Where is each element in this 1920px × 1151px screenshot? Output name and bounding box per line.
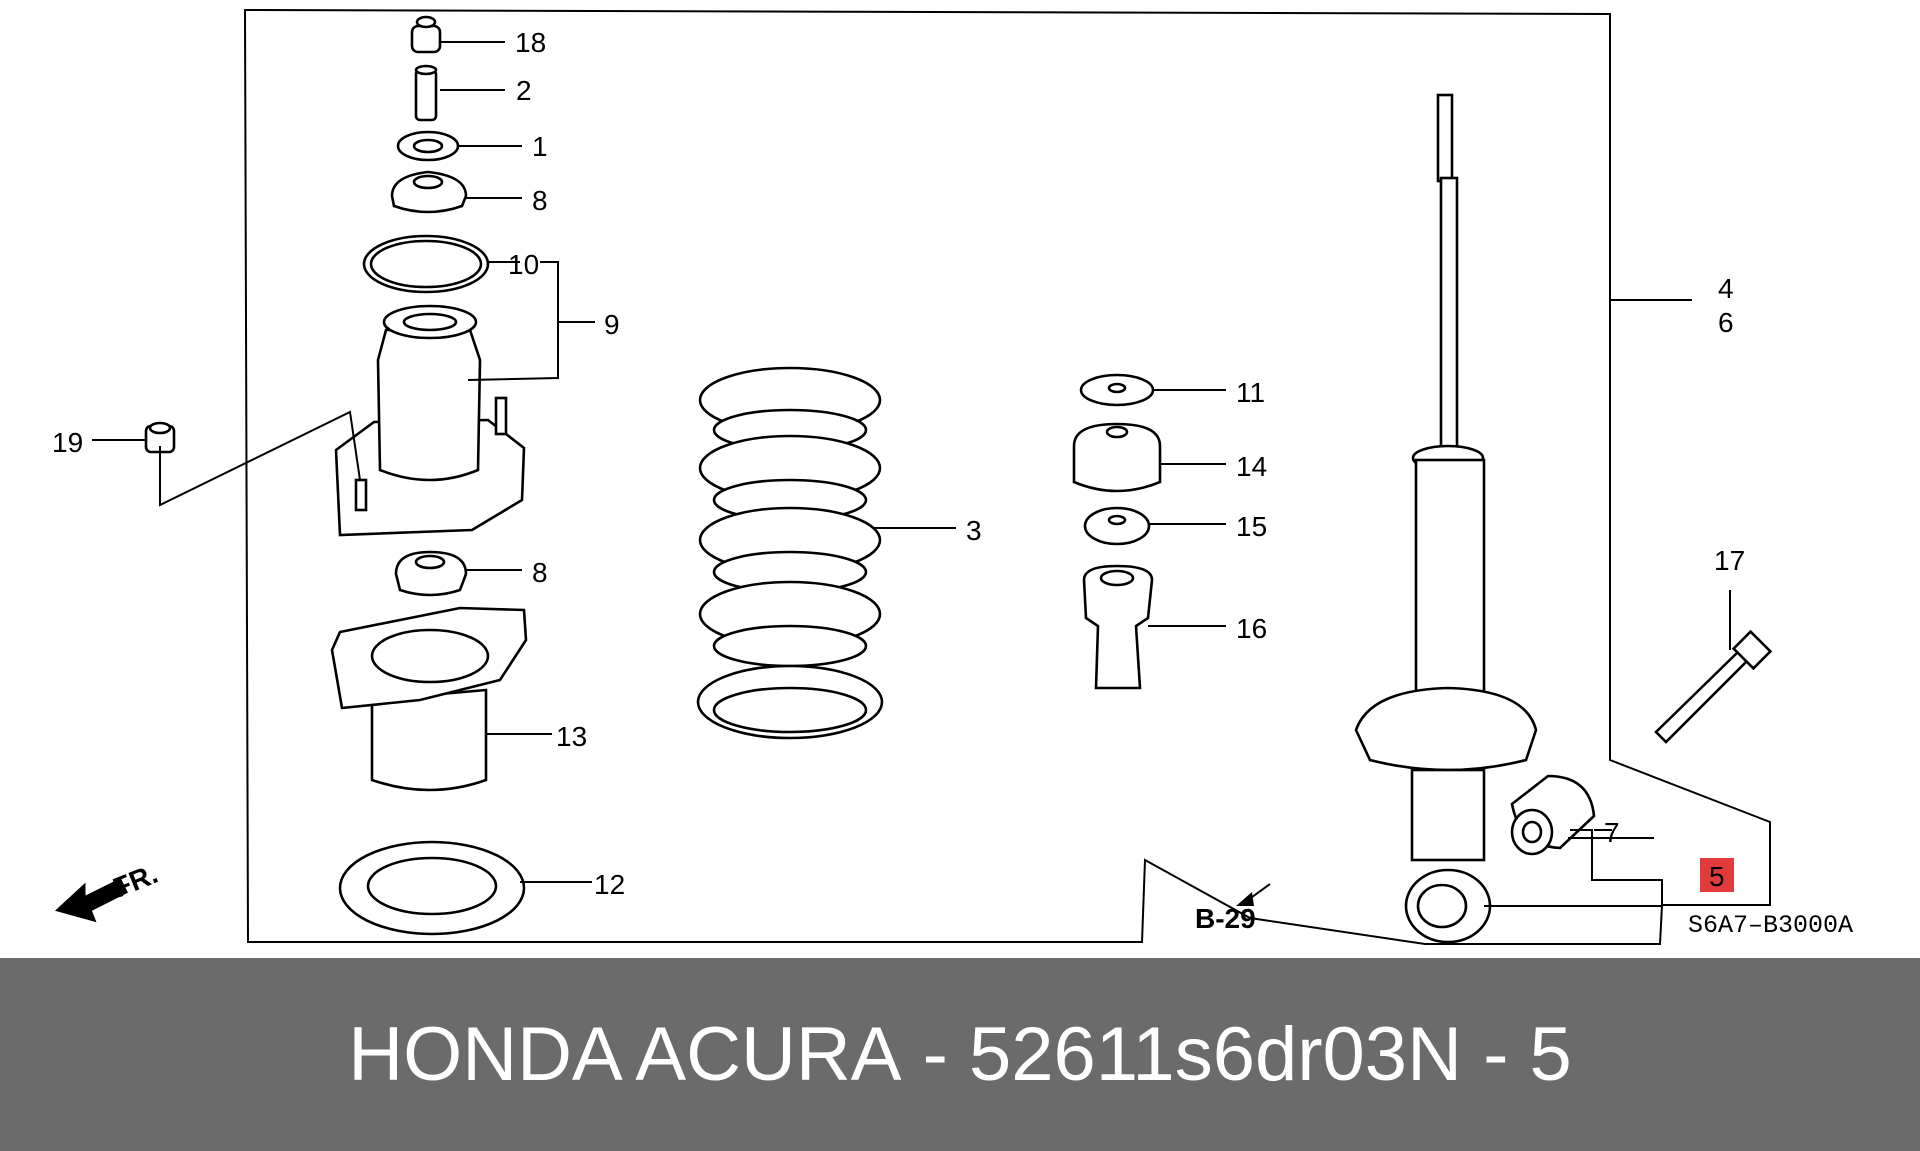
part-9-mount-base[interactable]	[334, 304, 526, 537]
reference-arrow-head	[1236, 892, 1254, 906]
front-direction-arrow	[55, 877, 129, 923]
part-18-nut[interactable]	[410, 15, 442, 54]
callout-7[interactable]: 7	[1604, 817, 1620, 848]
part-8-lower-bushing[interactable]	[394, 550, 468, 597]
callout-4[interactable]: 4	[1718, 273, 1734, 304]
callout-10[interactable]: 10	[508, 249, 539, 280]
part-14-bump-cap[interactable]	[1072, 422, 1162, 493]
reference-b29[interactable]: B-29	[1195, 903, 1256, 934]
caption-bar: HONDA ACURA - 52611s6dr03 N - 5	[0, 958, 1920, 1151]
part-8-upper-bushing[interactable]	[390, 170, 468, 214]
callout-15[interactable]: 15	[1236, 511, 1267, 542]
part-7-bushing[interactable]	[1510, 774, 1596, 856]
callout-14[interactable]: 14	[1236, 451, 1267, 482]
leader-lines	[92, 41, 1731, 907]
callout-2[interactable]: 2	[516, 75, 532, 106]
parts-diagram: 18 2 1 8 10 9 19 8 13 12 3 11 14 15 16 4…	[52, 8, 1853, 945]
callout-3[interactable]: 3	[966, 515, 982, 546]
callout-9[interactable]: 9	[604, 309, 620, 340]
part-3-coil-spring[interactable]	[696, 366, 884, 740]
callout-19[interactable]: 19	[52, 427, 83, 458]
part-17-bolt[interactable]	[1654, 629, 1773, 744]
callout-8-lower[interactable]: 8	[532, 557, 548, 588]
callout-13[interactable]: 13	[556, 721, 587, 752]
part-4-shock-absorber[interactable]	[1354, 93, 1538, 944]
group-frame	[243, 8, 1771, 945]
callout-11[interactable]: 11	[1236, 377, 1265, 408]
part-11-washer[interactable]	[1079, 373, 1155, 407]
part-15-plate[interactable]	[1083, 506, 1151, 546]
callout-18[interactable]: 18	[515, 27, 546, 58]
part-2-collar[interactable]	[414, 64, 438, 122]
callout-17[interactable]: 17	[1714, 545, 1745, 576]
caption: HONDA ACURA - 52611s6dr03 N - 5	[348, 1012, 1572, 1097]
diagram-code: S6A7–B3000A	[1688, 911, 1853, 940]
brand-name: HONDA ACURA	[348, 1012, 902, 1097]
part-1-seal[interactable]	[396, 130, 460, 162]
callout-5-highlighted[interactable]: 5	[1700, 858, 1734, 892]
part-12-spring-pad[interactable]	[338, 840, 526, 936]
part-13-spring-seat[interactable]	[330, 606, 528, 792]
callout-1[interactable]: 1	[532, 131, 548, 162]
callout-6[interactable]: 6	[1718, 307, 1734, 338]
callout-5-highlight	[1700, 858, 1734, 892]
front-direction-label: FR.	[109, 858, 162, 904]
part-10-o-ring[interactable]	[362, 234, 490, 294]
callout-12[interactable]: 12	[594, 869, 625, 900]
part-number: 52611s6dr03	[969, 1012, 1408, 1097]
part-16-bump-stop[interactable]	[1082, 564, 1154, 690]
callout-16[interactable]: 16	[1236, 613, 1267, 644]
position-code: N - 5	[1407, 1012, 1572, 1097]
callout-5: 5	[1709, 861, 1725, 892]
callout-8-upper[interactable]: 8	[532, 185, 548, 216]
